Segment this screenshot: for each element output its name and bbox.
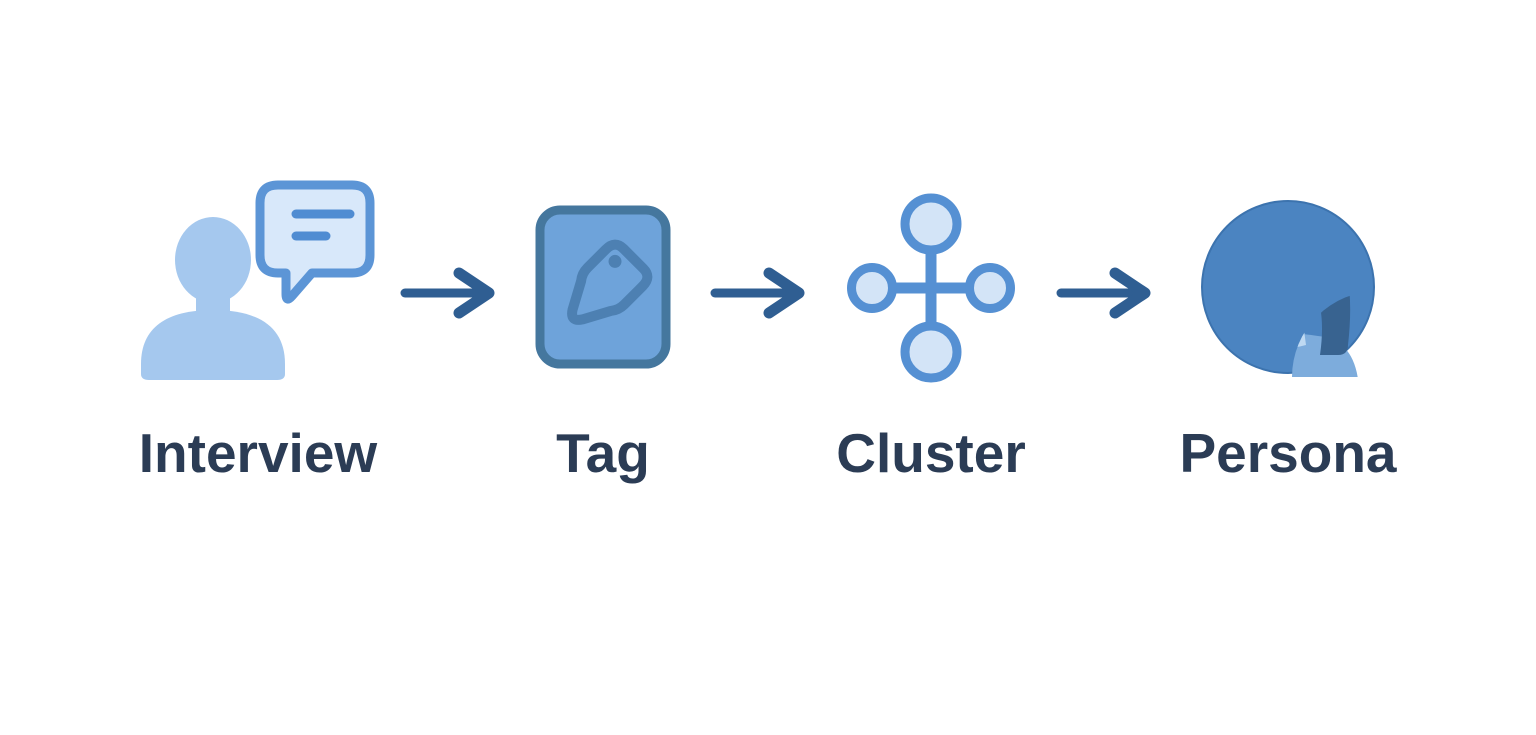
tag-card-icon	[473, 178, 733, 388]
person-silhouette	[141, 217, 285, 380]
persona-avatar-svg	[1201, 200, 1375, 377]
arrow-right-icon	[709, 265, 809, 321]
person-speech-bubble-icon	[128, 178, 388, 388]
step-interview: Interview	[128, 0, 388, 735]
step-persona: Persona	[1158, 0, 1418, 735]
person-speech-bubble-svg	[141, 180, 375, 380]
step-tag: Tag	[473, 0, 733, 735]
arrow-right-icon	[399, 265, 499, 321]
step-label-persona: Persona	[1179, 422, 1397, 484]
tag-glyph	[567, 239, 653, 325]
cluster-nodes-icon	[801, 178, 1061, 388]
arrow-right-icon	[1055, 265, 1155, 321]
step-label-tag: Tag	[556, 422, 650, 484]
tag-card-svg	[535, 205, 671, 369]
cluster-nodes-svg	[847, 193, 1015, 383]
step-cluster: Cluster	[801, 0, 1061, 735]
step-label-interview: Interview	[138, 422, 378, 484]
step-label-cluster: Cluster	[836, 422, 1026, 484]
speech-bubble	[255, 180, 375, 304]
persona-avatar-icon	[1158, 178, 1418, 388]
